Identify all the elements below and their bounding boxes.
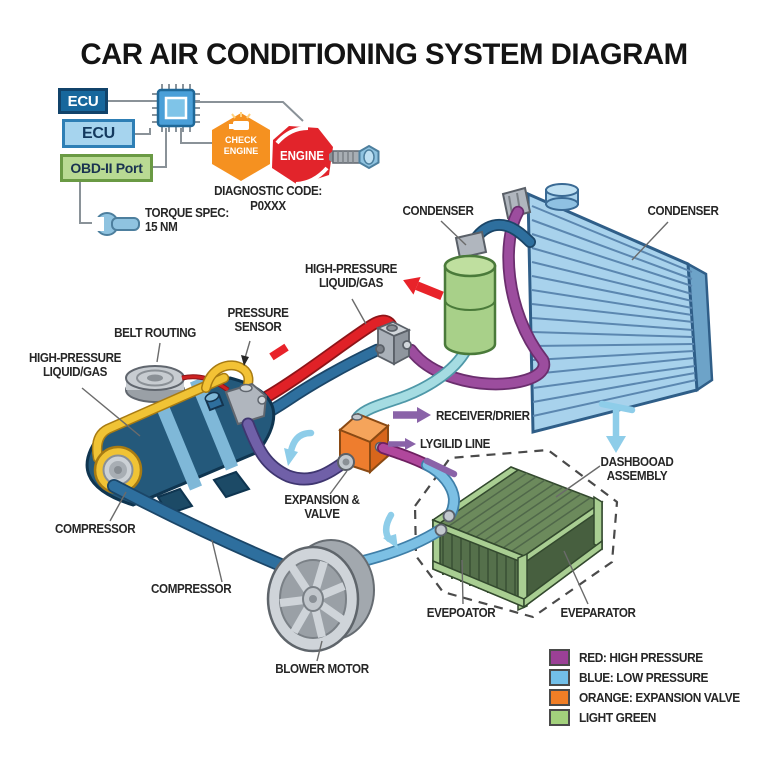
dashboard-assembly-label: DASHBOOAD ASSEMBLY	[600, 455, 674, 483]
legend-label-high-pressure: RED: HIGH PRESSURE	[579, 650, 703, 665]
receiver-drier-label: RECEIVER/DRIER	[436, 409, 530, 423]
evaporator-right-label: EVEPARATOR	[560, 606, 636, 620]
ecu-box-primary: ECU	[58, 88, 108, 114]
blower-motor-graphic	[266, 539, 375, 653]
receiver-drier-arrow	[393, 407, 431, 423]
evaporator-outlet-fitting	[434, 523, 448, 537]
belt-routing-label: BELT ROUTING	[114, 326, 196, 340]
pressure-sensor-block	[224, 382, 268, 426]
check-engine-label: CHECK ENGINE	[223, 135, 259, 157]
legend-row: LIGHT GREEN	[549, 709, 660, 726]
pressure-sensor-tube	[201, 360, 254, 394]
high-pressure-mid-label: HIGH-PRESSURE LIQUID/GAS	[304, 262, 398, 290]
liquid-line-arrow	[388, 438, 416, 450]
flow-arrow-expansion	[284, 429, 315, 466]
liquid-line-tick	[423, 457, 458, 478]
condenser-fins	[531, 205, 697, 417]
compressor-upper-label: COMPRESSOR	[55, 522, 136, 536]
cyan-liquid-tube	[352, 340, 474, 423]
legend-label-light-green: LIGHT GREEN	[579, 710, 656, 725]
evaporator-graphic	[431, 466, 604, 612]
evaporator-left-label: EVEPOATOR	[426, 606, 496, 620]
ecu-box-secondary: ECU	[62, 119, 135, 148]
red-dash-mark	[269, 343, 289, 361]
airflow-arrow-condenser	[598, 400, 636, 453]
check-engine-icon	[212, 112, 270, 181]
expansion-valve-label: EXPANSION & VALVE	[284, 493, 360, 521]
legend-swatch-light-green	[549, 709, 570, 726]
evaporator-inlet-fitting	[442, 509, 456, 523]
chip-icon	[152, 84, 200, 132]
legend-swatch-expansion-valve	[549, 689, 570, 706]
engine-badge-label: ENGINE	[279, 149, 325, 163]
legend-row: BLUE: LOW PRESSURE	[549, 669, 715, 686]
receiver-drier-graphic	[443, 230, 497, 356]
bolt-icon	[329, 144, 380, 170]
legend-row: ORANGE: EXPANSION VALVE	[549, 689, 748, 706]
high-pressure-left-label: HIGH-PRESSURE LIQUID/GAS	[28, 351, 122, 379]
condenser-cap	[545, 183, 579, 211]
page-title: CAR AIR CONDITIONING SYSTEM DIAGRAM	[80, 38, 688, 71]
drive-belt	[91, 372, 230, 464]
clutch-pulley	[93, 445, 143, 495]
diagnostic-code-value: P0XXX	[250, 199, 286, 213]
dashboard-dashed-outline	[413, 448, 619, 619]
liquid-line-label: LYGILID LINE	[420, 437, 491, 451]
legend-row: RED: HIGH PRESSURE	[549, 649, 709, 666]
leader-lines	[81, 220, 669, 662]
compressor-lower-label: COMPRESSOR	[151, 582, 232, 596]
wrench-icon	[92, 212, 140, 236]
legend-swatch-high-pressure	[549, 649, 570, 666]
condenser-right-label: CONDENSER	[647, 204, 719, 218]
blower-motor-label: BLOWER MOTOR	[275, 662, 369, 676]
condenser-graphic	[501, 183, 714, 434]
engine-badge-icon	[272, 126, 333, 186]
junction-block	[375, 321, 412, 366]
compressor-graphic	[85, 360, 276, 516]
legend-swatch-low-pressure	[549, 669, 570, 686]
legend-label-low-pressure: BLUE: LOW PRESSURE	[579, 670, 709, 685]
pressure-sensor-label: PRESSURE SENSOR	[227, 306, 289, 334]
torque-spec-label: TORQUE SPEC: 15 NM	[145, 206, 229, 234]
diagnostic-code-label: DIAGNOSTIC CODE:	[214, 184, 322, 198]
flow-arrow-evaporator	[383, 511, 398, 549]
control-module-lines	[79, 100, 304, 224]
red-arrow	[403, 276, 444, 301]
violet-tube-compressor-to-valve	[241, 417, 350, 486]
obd-port-box: OBD-II Port	[60, 154, 153, 182]
legend-label-expansion-valve: ORANGE: EXPANSION VALVE	[579, 690, 740, 705]
purple-high-pressure-tube	[404, 205, 551, 391]
pressure-sensor-pointer	[241, 355, 249, 366]
condenser-left-label: CONDENSER	[402, 204, 474, 218]
belt-routing-pulley	[125, 365, 185, 403]
